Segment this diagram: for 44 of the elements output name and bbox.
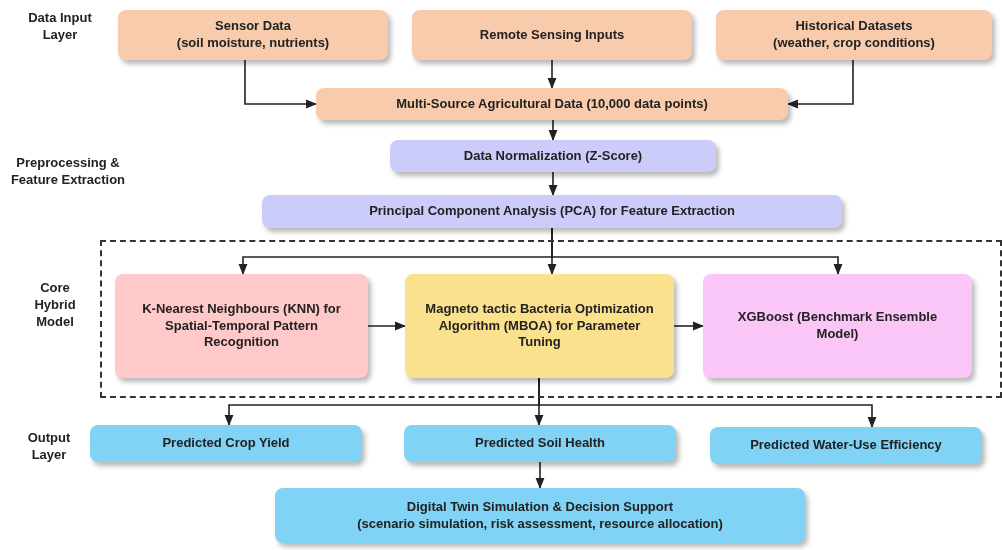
box-text: Magneto tactic Bacteria Optimization Algorithm (MBOA) for Parameter Tuning [424, 300, 655, 352]
layer-label: Output Layer [26, 430, 72, 464]
layer-label: Data Input Layer [27, 10, 93, 44]
box-text: Predicted Water-Use Efficiency [750, 437, 942, 454]
box-text: (scenario simulation, risk assessment, resource allocation) [357, 515, 723, 533]
box-text: K-Nearest Neighbours (KNN) for Spatial-Temporal Pattern Recognition [141, 300, 342, 352]
process-box [316, 88, 788, 120]
arrow [547, 59, 557, 90]
process-box [703, 274, 972, 378]
process-box [115, 274, 368, 378]
process-box [118, 10, 388, 60]
layer-label: Preprocessing & Feature Extraction [9, 155, 127, 189]
box-text: Predicted Crop Yield [162, 435, 290, 452]
process-box [716, 10, 992, 60]
arrow [551, 227, 843, 276]
box-text: Digital Twin Simulation & Decision Support [406, 498, 674, 516]
arrow [367, 321, 407, 331]
box-text: Predicted Soil Health [474, 435, 605, 452]
process-box [390, 140, 716, 172]
arrow [538, 377, 877, 429]
arrow [535, 461, 545, 490]
box-text: Data Normalization (Z-Score) [463, 147, 643, 165]
box-text: Remote Sensing Inputs [479, 26, 625, 44]
process-box [405, 274, 674, 378]
process-box [262, 195, 842, 228]
box-text: Principal Component Analysis (PCA) for Feature Extraction [369, 203, 735, 220]
box-text: Sensor Data [215, 18, 291, 35]
arrow [548, 171, 558, 197]
arrow [786, 59, 854, 109]
arrow [673, 321, 705, 331]
process-box [90, 425, 362, 462]
box-text: (weather, crop conditions) [773, 35, 935, 52]
box-text: XGBoost (Benchmark Ensemble Model) [736, 309, 939, 343]
box-text: Historical Datasets [795, 18, 913, 35]
process-box [404, 425, 676, 462]
box-text: Multi-Source Agricultural Data (10,000 data points) [396, 95, 708, 113]
process-box [710, 427, 982, 464]
box-text: (soil moisture, nutrients) [176, 35, 330, 52]
layer-label: Core Hybrid Model [33, 280, 77, 331]
group-frame [100, 240, 1002, 398]
process-box [412, 10, 692, 60]
arrow [548, 119, 558, 142]
arrow [244, 59, 318, 109]
process-box [275, 488, 805, 543]
